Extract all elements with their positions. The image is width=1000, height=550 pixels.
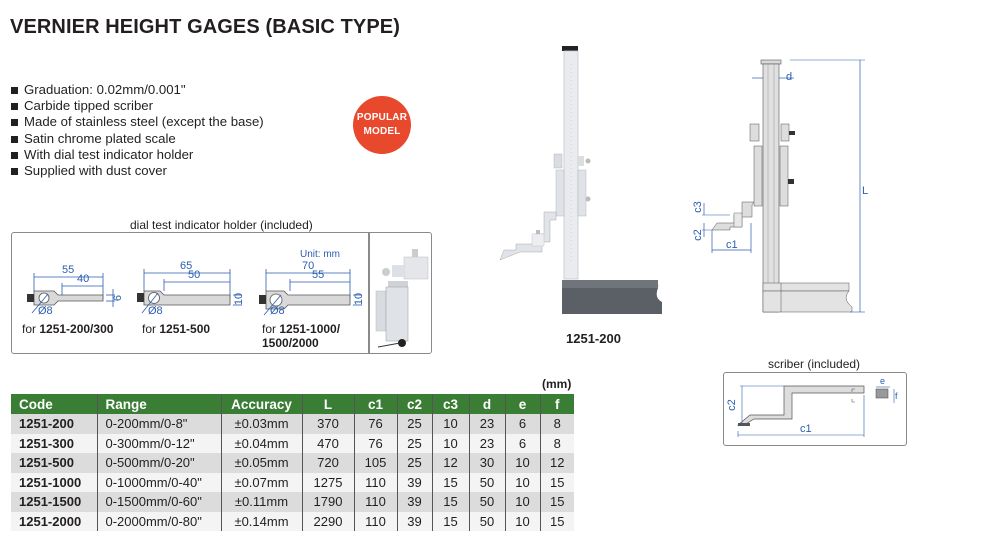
popular-model-badge: POPULAR MODEL (353, 96, 411, 154)
feature-item: With dial test indicator holder (10, 147, 264, 163)
feature-item: Made of stainless steel (except the base… (10, 114, 264, 130)
feature-item: Carbide tipped scriber (10, 98, 264, 114)
scriber-e-label: e (880, 376, 886, 386)
for-models-label: for 1251-1000/ 1500/2000 (262, 322, 341, 350)
square-bullet-icon (11, 151, 18, 159)
scriber-f-label: f (895, 391, 898, 401)
product-photo-height-gage (499, 46, 662, 314)
scriber-c1-label: c1 (800, 423, 812, 435)
overall-length-label: 55 (62, 264, 75, 276)
column-header-L: L (302, 394, 355, 414)
hole-diameter-label: Ø8 (38, 305, 53, 317)
holder-arm-icon (259, 269, 362, 316)
table-header-row: Code Range Accuracy L c1 c2 c3 d e f (11, 394, 574, 414)
column-header-f: f (540, 394, 574, 414)
overall-length-label: 70 (302, 260, 315, 272)
feature-list: Graduation: 0.02mm/0.001" Carbide tipped… (10, 82, 264, 179)
square-bullet-icon (11, 168, 18, 176)
holder-drawing-2: 65 50 10 Ø8 (130, 253, 250, 319)
c1-dimension-label: c1 (726, 239, 738, 251)
unit-note: Unit: mm (300, 249, 340, 260)
scriber-c2-label: c2 (725, 399, 738, 411)
overall-length-label: 65 (180, 260, 193, 272)
c2-dimension-label: c2 (691, 229, 704, 241)
table-unit-label: (mm) (542, 377, 572, 391)
for-models-label: for 1251-500 (142, 322, 211, 336)
square-bullet-icon (11, 103, 18, 111)
feature-item: Graduation: 0.02mm/0.001" (10, 82, 264, 98)
hole-diameter-label: Ø8 (270, 305, 285, 317)
column-header-c1: c1 (354, 394, 398, 414)
holder-drawing-1: 55 40 6 Ø8 (20, 259, 128, 319)
d-dimension-label: d (786, 71, 793, 83)
L-dimension-label: L (862, 185, 869, 197)
holder-drawing-3: 70 55 10 Ø8 (252, 253, 372, 319)
page-title: VERNIER HEIGHT GAGES (BASIC TYPE) (10, 16, 401, 38)
inner-length-label: 50 (188, 269, 201, 281)
thickness-label: 10 (233, 292, 246, 306)
column-header-code: Code (11, 394, 98, 414)
holder-arm-icon (27, 273, 115, 314)
scriber-diagram (737, 385, 895, 437)
height-gage-diagram (702, 59, 865, 313)
square-bullet-icon (11, 135, 18, 143)
for-models-label: for 1251-200/300 (22, 322, 114, 336)
thickness-label: 10 (353, 292, 366, 306)
feature-item: Supplied with dust cover (10, 163, 264, 179)
product-model-caption: 1251-200 (566, 331, 621, 346)
scriber-panel: c1 c2 e f (723, 372, 907, 446)
panel-divider (368, 233, 370, 353)
hole-diameter-label: Ø8 (148, 305, 163, 317)
scriber-caption: scriber (included) (768, 357, 861, 371)
inner-length-label: 55 (312, 269, 325, 281)
column-header-accuracy: Accuracy (221, 394, 303, 414)
square-bullet-icon (11, 87, 18, 94)
feature-item: Satin chrome plated scale (10, 131, 264, 147)
c3-dimension-label: c3 (691, 201, 704, 213)
holder-arm-icon (137, 269, 242, 314)
square-bullet-icon (11, 119, 18, 127)
inner-length-label: 40 (77, 273, 90, 285)
thickness-label: 6 (112, 294, 125, 302)
column-header-c3: c3 (432, 394, 470, 414)
specification-table: Code Range Accuracy L c1 c2 c3 d e f 125… (11, 394, 574, 531)
holder-caption: dial test indicator holder (included) (130, 218, 313, 232)
column-header-c2: c2 (397, 394, 433, 414)
column-header-range: Range (97, 394, 222, 414)
technical-drawing: d L c1 c2 c3 (690, 55, 880, 325)
column-header-e: e (505, 394, 541, 414)
column-header-d: d (469, 394, 506, 414)
holder-panel: Unit: mm 55 40 6 Ø8 for 1251-200/300 (11, 232, 432, 354)
indicator-holder-photo (375, 249, 429, 348)
